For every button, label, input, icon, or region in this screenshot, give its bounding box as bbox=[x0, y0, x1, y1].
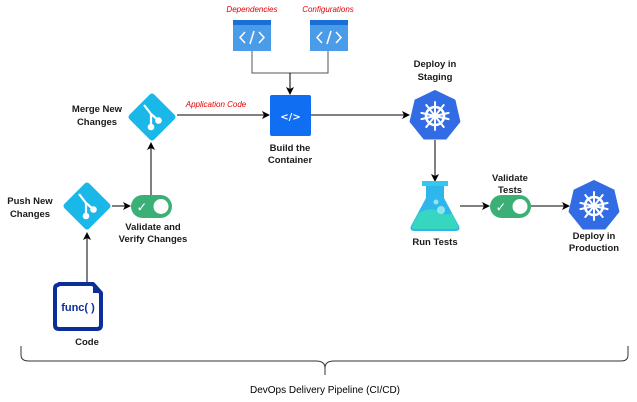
node-build[interactable]: </> Build the Container bbox=[268, 95, 313, 166]
toggle-check-icon: ✓ bbox=[131, 195, 172, 218]
node-dependencies[interactable]: Dependencies bbox=[226, 5, 278, 51]
node-code-label: Code bbox=[75, 337, 99, 348]
edge-label-application-code: Application Code bbox=[185, 100, 247, 109]
node-validate-verify-label-2: Verify Changes bbox=[119, 234, 188, 245]
flask-icon bbox=[410, 181, 460, 231]
pipeline-title: DevOps Delivery Pipeline (CI/CD) bbox=[250, 385, 400, 396]
build-icon-text: </> bbox=[280, 112, 300, 123]
code-box-icon: </> bbox=[270, 95, 311, 136]
node-dependencies-label: Dependencies bbox=[226, 5, 277, 14]
node-build-label-1: Build the bbox=[270, 143, 311, 154]
node-validate-tests-label-1: Validate bbox=[492, 173, 528, 184]
node-push-label-1: Push New bbox=[7, 196, 53, 207]
node-production[interactable]: Deploy in Production bbox=[568, 180, 620, 254]
code-icon-text: func( ) bbox=[61, 302, 95, 314]
code-window-icon bbox=[233, 20, 271, 51]
kubernetes-icon bbox=[409, 90, 461, 140]
node-validate-tests-label-2: Tests bbox=[498, 185, 522, 196]
node-validate-verify-label-1: Validate and bbox=[125, 222, 181, 233]
edges bbox=[83, 50, 570, 282]
kubernetes-icon bbox=[568, 180, 620, 230]
node-run-tests-label: Run Tests bbox=[412, 237, 457, 248]
code-file-icon: func( ) bbox=[53, 282, 103, 331]
toggle-check-icon: ✓ bbox=[490, 195, 531, 218]
node-push[interactable]: Push New Changes bbox=[7, 181, 111, 230]
edge-configs-to-build bbox=[290, 50, 329, 74]
node-staging[interactable]: Deploy in Staging bbox=[409, 59, 461, 140]
node-configurations-label: Configurations bbox=[302, 5, 354, 14]
code-window-icon bbox=[310, 20, 348, 51]
node-validate-verify[interactable]: ✓ Validate and Verify Changes bbox=[119, 195, 188, 245]
node-merge-label-2: Changes bbox=[77, 117, 117, 128]
node-validate-tests[interactable]: Validate Tests ✓ bbox=[490, 173, 531, 218]
node-merge-label-1: Merge New bbox=[72, 104, 123, 115]
edge-deps-to-build bbox=[251, 50, 290, 74]
node-staging-label-1: Deploy in bbox=[414, 59, 457, 70]
check-icon: ✓ bbox=[137, 201, 148, 216]
pipeline-brace bbox=[20, 346, 629, 375]
node-production-label-2: Production bbox=[569, 243, 619, 254]
node-configurations[interactable]: Configurations bbox=[302, 5, 354, 51]
node-push-label-2: Changes bbox=[10, 209, 50, 220]
check-icon: ✓ bbox=[496, 201, 507, 216]
node-merge[interactable]: Merge New Changes bbox=[72, 92, 177, 141]
node-code[interactable]: func( ) Code bbox=[53, 282, 103, 348]
node-build-label-2: Container bbox=[268, 155, 313, 166]
git-icon bbox=[128, 93, 176, 141]
git-icon bbox=[63, 182, 111, 230]
node-staging-label-2: Staging bbox=[418, 72, 453, 83]
node-run-tests[interactable]: Run Tests bbox=[410, 181, 460, 248]
node-production-label-1: Deploy in bbox=[573, 231, 616, 242]
